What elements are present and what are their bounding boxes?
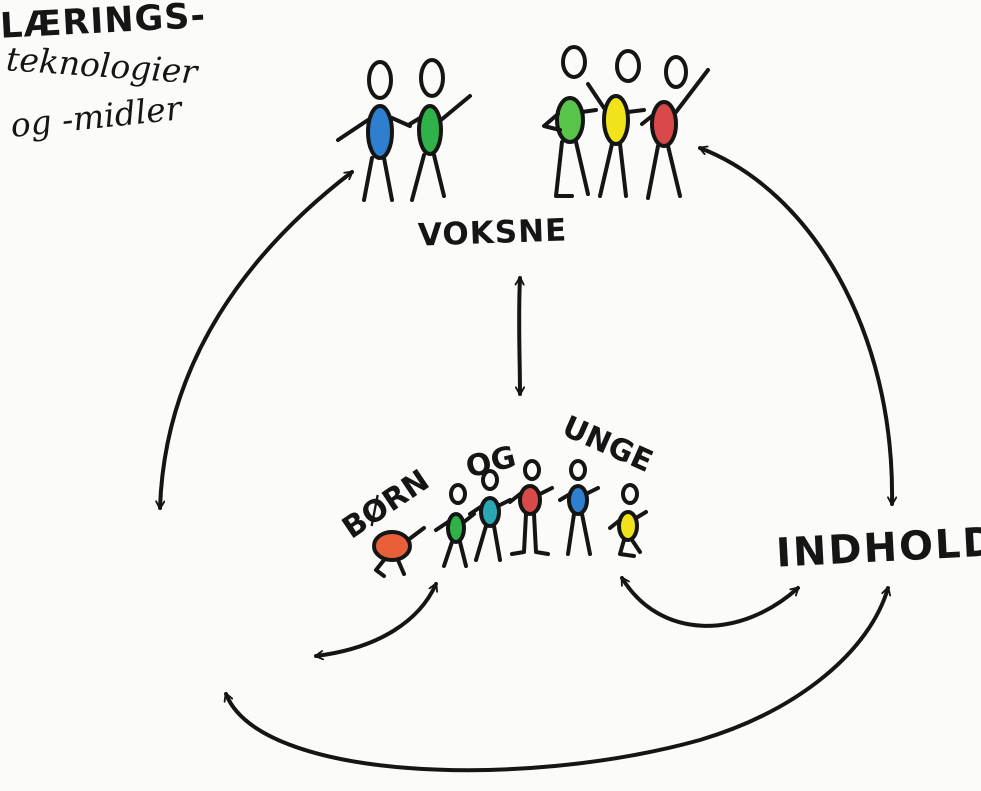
adult-figure <box>586 49 646 198</box>
label-indhold: INDHOLD <box>774 519 981 577</box>
arrow-voksne-indhold <box>698 148 892 506</box>
adult-figures-left <box>336 58 472 202</box>
child-figure <box>372 526 426 578</box>
arrows <box>160 148 892 773</box>
adult-figure <box>336 60 412 202</box>
child-figure <box>608 483 648 558</box>
arrow-voksne-born <box>519 276 520 396</box>
adult-figure <box>542 45 598 198</box>
adult-figure <box>408 58 472 202</box>
child-figure <box>508 459 554 556</box>
child-figure <box>434 483 476 568</box>
child-figure <box>558 459 600 556</box>
arrow-born-laering <box>314 582 436 656</box>
adult-figure <box>640 55 710 200</box>
arrow-laering-indhold <box>226 586 888 773</box>
label-laeringsteknologier: LÆRINGS- teknologier og -midler <box>0 0 260 145</box>
arrow-born-indhold <box>620 576 800 628</box>
arrow-voksne-laering <box>160 170 354 510</box>
label-voksne: VOKSNE <box>417 212 568 254</box>
child-figure <box>468 469 512 562</box>
child-figures <box>372 459 648 578</box>
adult-figures-right <box>542 45 710 200</box>
